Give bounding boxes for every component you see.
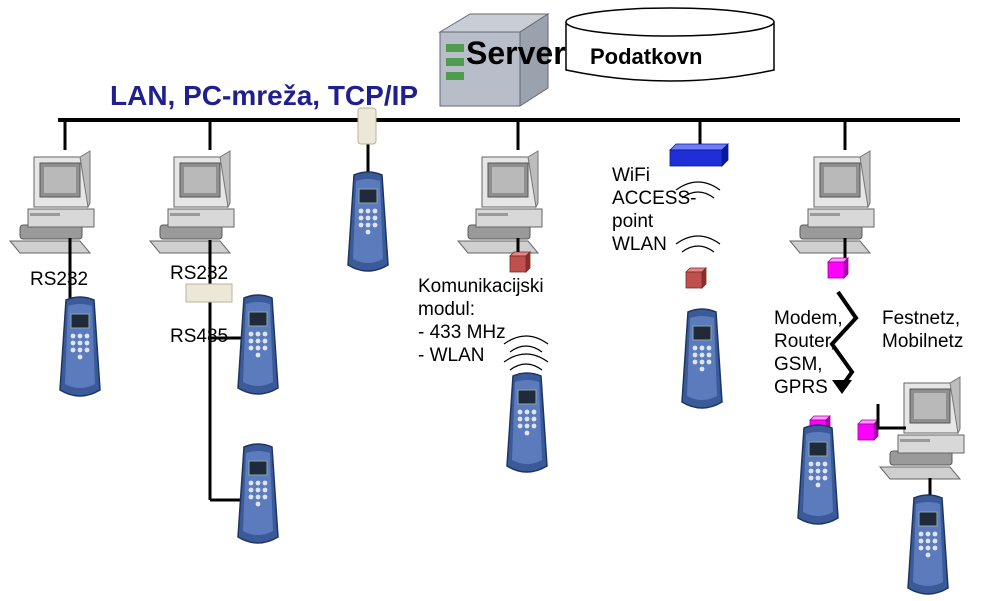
modem-label-line-1: Modem, <box>774 308 843 329</box>
pc-icon-4 <box>789 150 875 254</box>
modem-label-line-2: Router, <box>774 331 836 352</box>
wifi-access-point-icon <box>669 143 729 167</box>
server-icon <box>438 13 550 107</box>
rs485-label: RS485 <box>170 326 229 347</box>
modem-label-line-4: GPRS <box>774 377 828 398</box>
database-label: Podatkovn <box>590 44 703 64</box>
wireless-signal-icon <box>503 335 549 353</box>
server-label: Server <box>466 35 566 71</box>
module-label-line-2: modul: <box>418 299 476 320</box>
terminal-icon-6 <box>681 308 723 409</box>
lan-title: LAN, PC-mreža, TCP/IP <box>110 80 419 111</box>
terminal-icon-7 <box>797 424 839 525</box>
rs232-label-1: RS232 <box>30 269 89 290</box>
modem-icon-1 <box>827 257 849 279</box>
communication-module-icon <box>685 267 707 289</box>
terminal-icon-2 <box>237 294 279 395</box>
wifi-label-line-3: point <box>612 211 654 232</box>
module-label-line-4: - WLAN <box>418 345 485 366</box>
wireless-signal-icon <box>503 353 549 371</box>
pc-icon-2 <box>149 150 235 254</box>
pc-icon-3 <box>457 150 543 254</box>
wifi-label-line-1: WiFi <box>612 165 650 186</box>
terminal-icon-8 <box>907 494 949 595</box>
terminal-icon-4 <box>347 171 389 272</box>
rs485-converter <box>185 283 233 303</box>
rs232-label-2: RS232 <box>170 263 229 284</box>
wifi-label-line-2: ACCESS- <box>612 188 697 209</box>
pc-icon-1 <box>9 150 95 254</box>
terminal-icon-5 <box>506 372 548 473</box>
database-icon <box>565 7 775 82</box>
wan-link-zigzag <box>829 290 859 388</box>
terminal-icon-1 <box>59 296 101 397</box>
communication-module-icon <box>509 251 531 273</box>
network-type-label-line-1: Festnetz, <box>882 308 961 329</box>
module-label-line-1: Komunikacijski <box>418 276 544 297</box>
wifi-label-line-4: WLAN <box>612 234 667 255</box>
network-connector <box>357 107 377 145</box>
terminal-icon-3 <box>237 443 279 544</box>
modem-label-line-3: GSM, <box>774 354 823 375</box>
module-label-line-3: - 433 MHz <box>418 322 506 343</box>
modem-icon-3 <box>857 419 879 441</box>
wireless-signal-icon <box>675 235 721 253</box>
network-type-label-line-2: Mobilnetz <box>882 331 964 352</box>
